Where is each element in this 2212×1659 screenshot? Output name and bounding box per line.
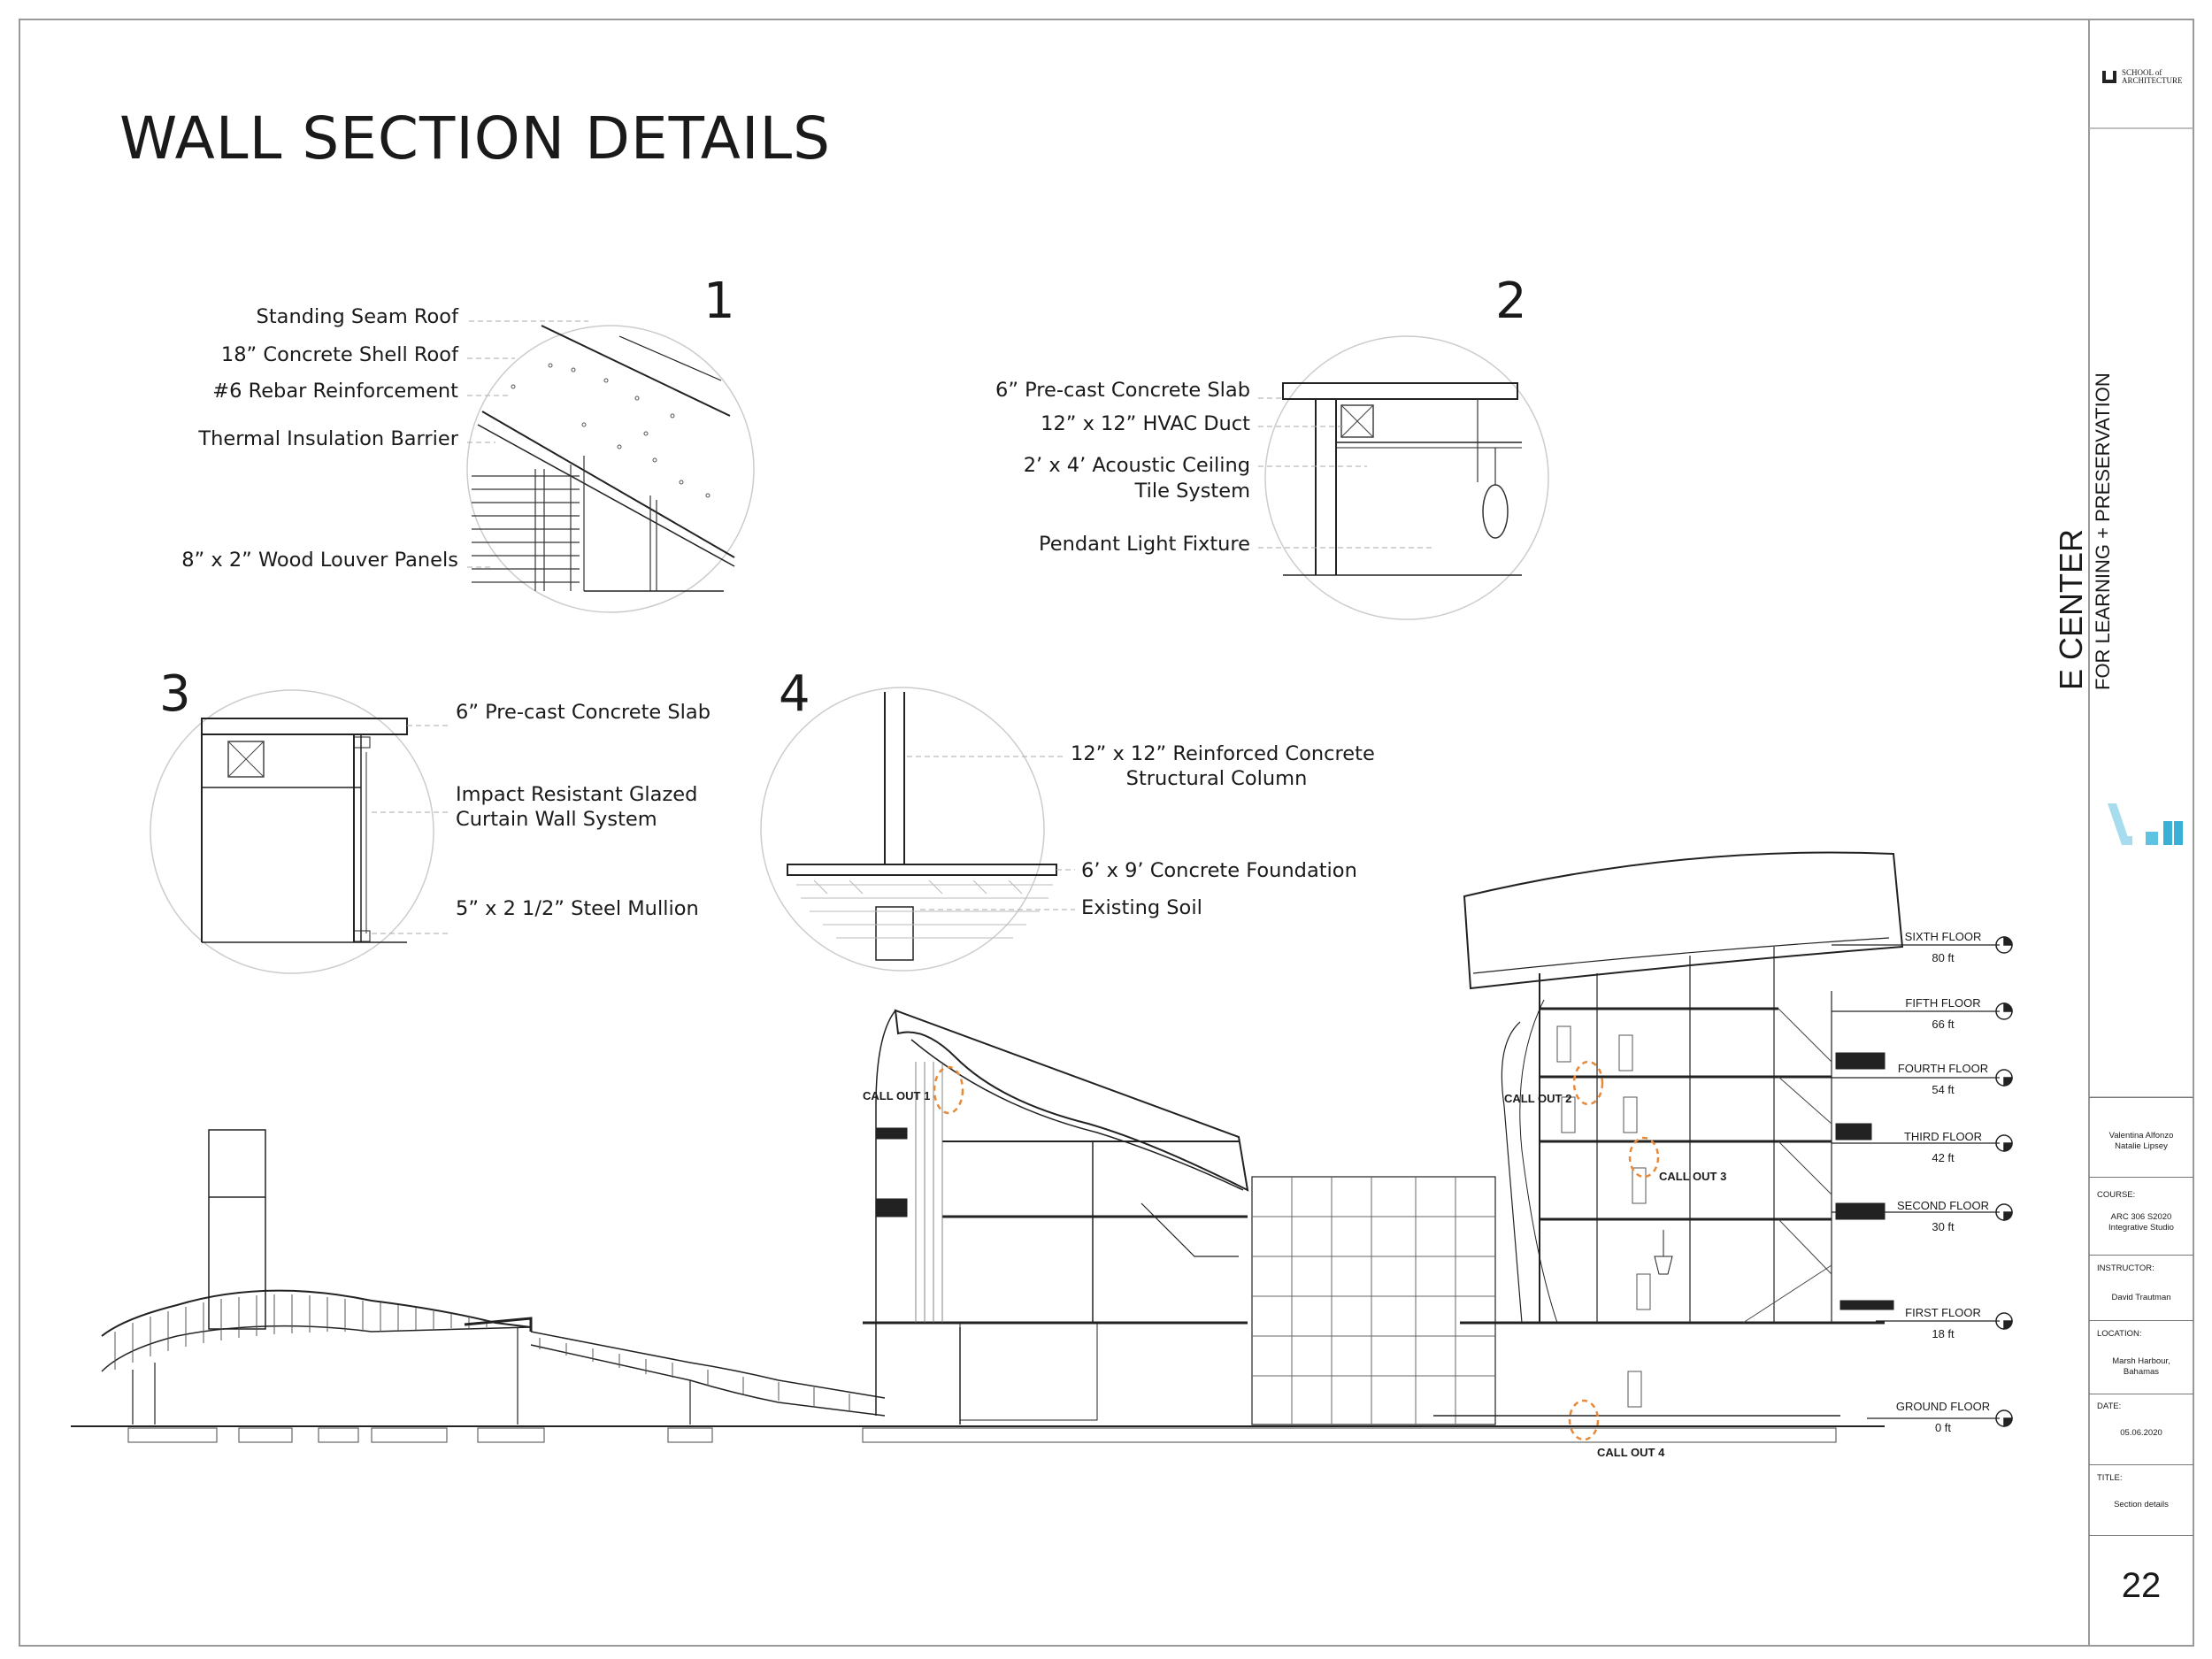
detail-3-label: Impact Resistant Glazed bbox=[456, 783, 698, 806]
title-label: TITLE: bbox=[2097, 1473, 2123, 1483]
detail-3-drawing bbox=[150, 689, 449, 974]
school-logo-icon bbox=[2102, 71, 2116, 83]
callout-2-label: CALL OUT 2 bbox=[1504, 1092, 1572, 1105]
detail-1-label: #6 Rebar Reinforcement bbox=[212, 380, 458, 403]
sheet-number: 22 bbox=[2121, 1566, 2162, 1605]
date: 05.06.2020 bbox=[2120, 1428, 2162, 1438]
project-logo-icon bbox=[2108, 803, 2183, 845]
project-name: E CENTER bbox=[2053, 528, 2089, 690]
drawing-title: Section details bbox=[2114, 1500, 2169, 1509]
location: Marsh Harbour, Bahamas bbox=[2112, 1356, 2170, 1377]
school-name: SCHOOL of ARCHITECTURE bbox=[2122, 68, 2183, 85]
detail-3-label: 6” Pre-cast Concrete Slab bbox=[456, 701, 710, 724]
page-title: WALL SECTION DETAILS bbox=[119, 104, 832, 173]
course-label: COURSE: bbox=[2097, 1190, 2136, 1200]
detail-3-circle bbox=[150, 689, 434, 974]
students: Valentina Alfonzo Natalie Lipsey bbox=[2108, 1131, 2174, 1151]
callout-1-ring bbox=[933, 1065, 964, 1115]
instructor: David Trautman bbox=[2111, 1293, 2171, 1302]
detail-2-label: 6” Pre-cast Concrete Slab bbox=[995, 379, 1250, 402]
detail-1-drawing bbox=[466, 320, 755, 613]
detail-3-label: 5” x 2 1/2” Steel Mullion bbox=[456, 897, 699, 920]
detail-1-circle bbox=[466, 325, 755, 613]
detail-4-label: 12” x 12” Reinforced Concrete bbox=[1071, 742, 1375, 765]
detail-2-drawing bbox=[1258, 335, 1549, 620]
detail-2-label: 12” x 12” HVAC Duct bbox=[1041, 412, 1250, 435]
location-label: LOCATION: bbox=[2097, 1329, 2142, 1339]
detail-4-circle bbox=[760, 687, 1045, 972]
detail-2-label: Tile System bbox=[1134, 480, 1250, 503]
detail-2-label: 2’ x 4’ Acoustic Ceiling bbox=[1023, 454, 1250, 477]
building-section bbox=[71, 851, 2013, 1443]
instructor-label: INSTRUCTOR: bbox=[2097, 1263, 2154, 1273]
detail-2-circle bbox=[1264, 335, 1549, 620]
detail-1-label: Thermal Insulation Barrier bbox=[198, 427, 458, 450]
detail-1-label: Standing Seam Roof bbox=[256, 305, 458, 328]
sheet-border bbox=[19, 19, 2194, 1647]
callout-3-label: CALL OUT 3 bbox=[1659, 1170, 1727, 1183]
detail-3-number: 3 bbox=[159, 665, 191, 723]
detail-3-label: Curtain Wall System bbox=[456, 808, 657, 831]
detail-4-label: Structural Column bbox=[1125, 767, 1308, 790]
project-subtitle: FOR LEARNING + PRESERVATION bbox=[2092, 373, 2114, 690]
callout-rings bbox=[933, 1060, 1660, 1441]
callout-3-ring bbox=[1628, 1136, 1660, 1179]
date-label: DATE: bbox=[2097, 1402, 2122, 1411]
callout-4-ring bbox=[1568, 1399, 1600, 1441]
detail-4-number: 4 bbox=[779, 665, 810, 723]
level-symbols bbox=[1995, 936, 2013, 1427]
detail-2-label: Pendant Light Fixture bbox=[1038, 533, 1250, 556]
detail-4-drawing bbox=[760, 687, 1075, 972]
detail-4-label: 6’ x 9’ Concrete Foundation bbox=[1081, 859, 1357, 882]
detail-1-label: 8” x 2” Wood Louver Panels bbox=[181, 549, 458, 572]
detail-1-number: 1 bbox=[703, 273, 735, 330]
detail-1-label: 18” Concrete Shell Roof bbox=[220, 343, 458, 366]
callout-4-label: CALL OUT 4 bbox=[1597, 1446, 1665, 1459]
course: ARC 306 S2020 Integrative Studio bbox=[2108, 1212, 2174, 1233]
detail-4-label: Existing Soil bbox=[1081, 896, 1202, 919]
project-title: E CENTER FOR LEARNING + PRESERVATION bbox=[2053, 336, 2114, 690]
detail-2-number: 2 bbox=[1495, 273, 1527, 330]
callout-1-label: CALL OUT 1 bbox=[863, 1089, 931, 1102]
callout-2-ring bbox=[1572, 1060, 1604, 1106]
